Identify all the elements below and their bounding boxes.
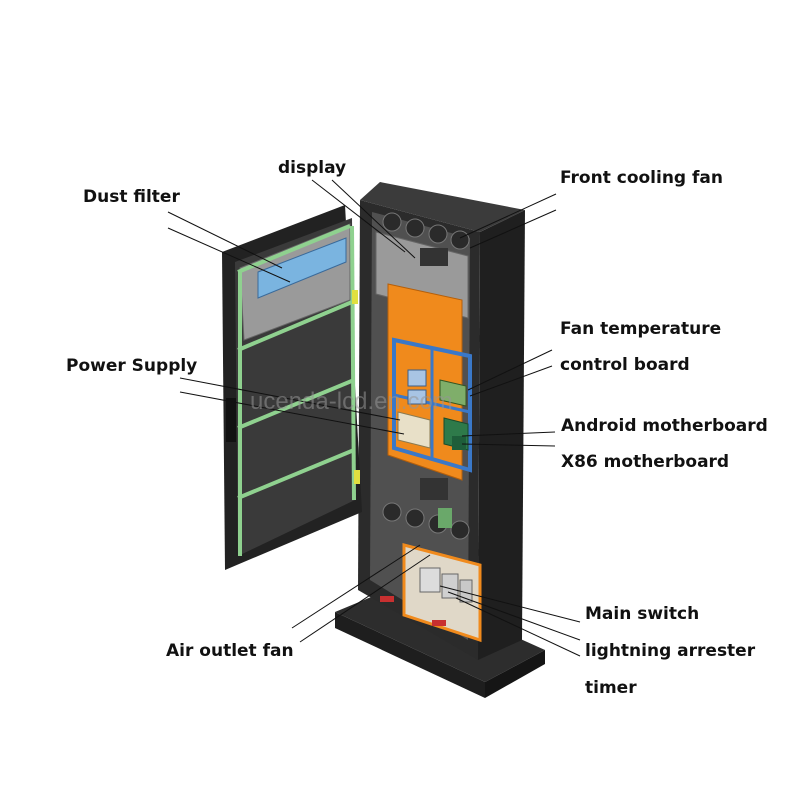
fan-icon [405,218,425,238]
fan-icon [382,212,402,232]
fan-icon [450,230,470,250]
display-bracket [420,248,448,266]
main-switch [419,567,441,593]
fan-icon [450,520,470,540]
label-main-switch: Main switch [585,604,700,624]
cabinet-side [478,210,525,660]
cabinet-base-side [485,650,545,698]
x86-motherboard [452,436,466,450]
cabinet-top [360,182,525,232]
blue-mount-frame [392,337,472,473]
power-supply-unit [397,411,431,449]
label-dust-filter: Dust filter [83,187,180,207]
watermark: ucenda-lcd.en.com [250,388,453,415]
label-x86-motherboard: X86 motherboard [561,452,730,472]
door-green-trim [237,224,356,556]
label-power-supply: Power Supply [66,356,198,376]
label-fan-temperature-line1: Fan temperature [560,319,722,339]
front-cooling-fans [382,212,470,250]
label-fan-temperature-line2: control board [560,355,690,375]
label-lightning-arrester: lightning arrester [585,641,756,661]
label-display: display [278,158,347,178]
label-front-cooling-fan: Front cooling fan [560,168,723,188]
label-android-motherboard: Android motherboard [561,416,768,436]
fan-temperature-control-board [439,379,467,407]
leader-lines [167,179,581,657]
label-air-outlet-fan: Air outlet fan [166,641,294,661]
fan-icon [428,224,448,244]
label-timer: timer [585,678,637,698]
cabinet-base-front [335,612,485,698]
door-handle [226,398,236,442]
fan-icon [382,502,402,522]
fan-icon [405,508,425,528]
